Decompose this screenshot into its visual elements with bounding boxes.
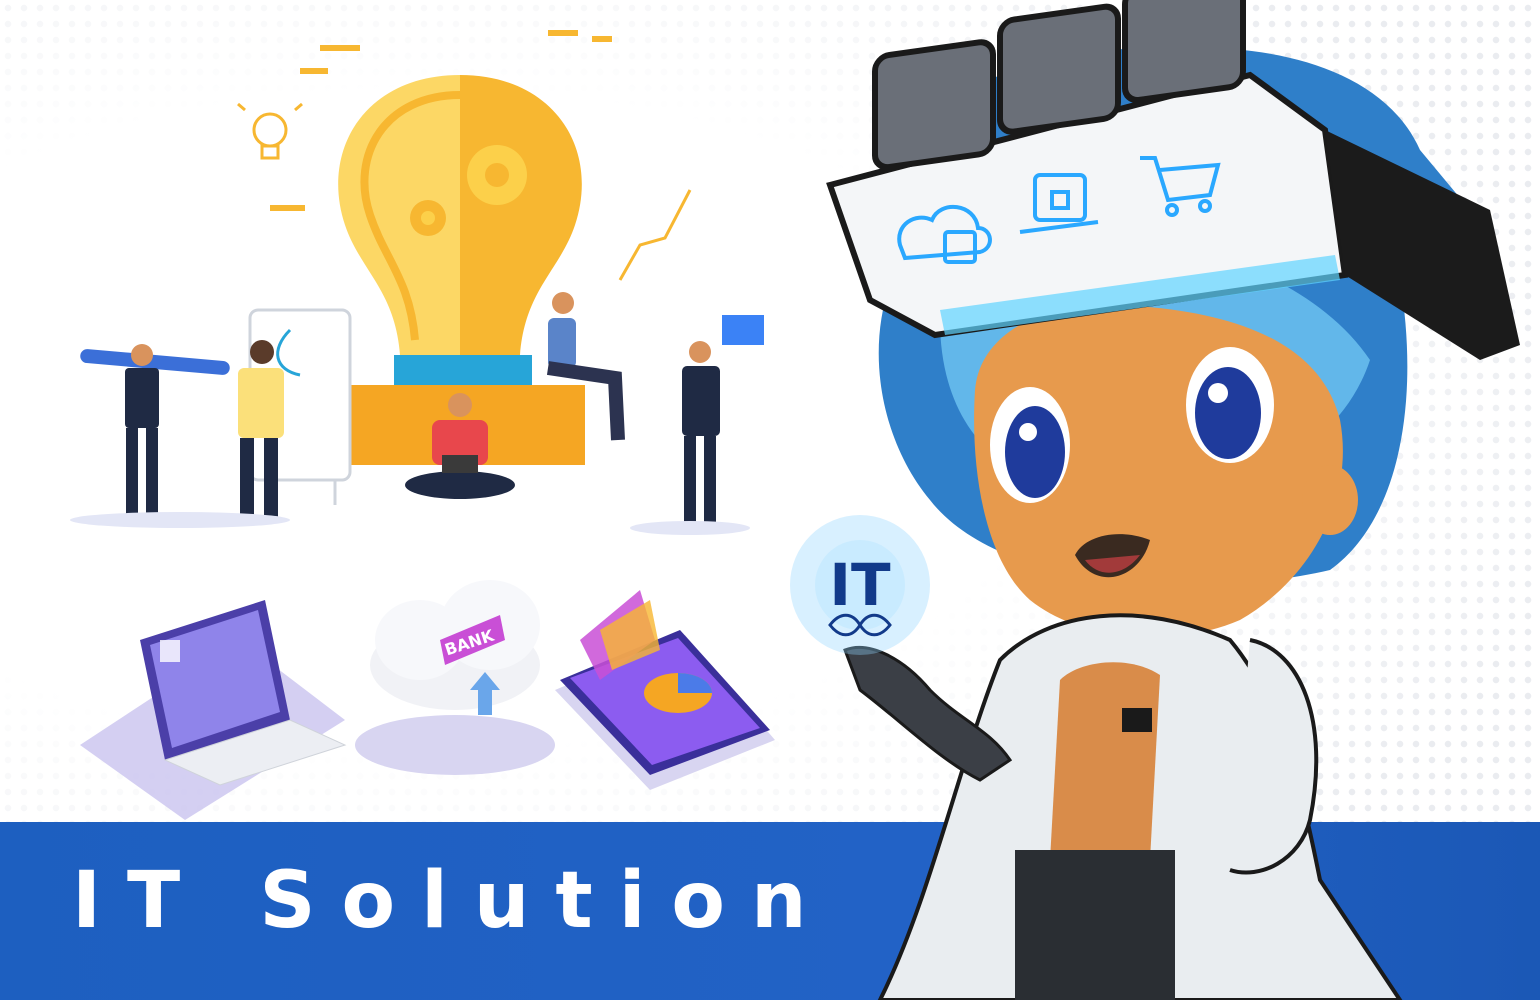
banner-title: IT Solution: [72, 856, 833, 946]
character-hand: [843, 645, 1013, 782]
person-with-laptop: [405, 393, 515, 499]
person-drawing: [238, 340, 284, 518]
decorative-dashes: [270, 30, 612, 211]
character-face: [974, 304, 1358, 638]
secure-laptop-icon: [80, 600, 347, 820]
hand-glow-label: IT: [829, 551, 891, 619]
speech-bubble-icon: [722, 315, 764, 345]
cloud-server-icon: [897, 204, 992, 264]
analytics-phone-icon: [555, 590, 775, 790]
small-bulb-icon: [237, 102, 303, 160]
growth-line-icon: [618, 189, 692, 281]
person-presenting: [682, 341, 720, 524]
laptop-lock-icon: [1019, 173, 1099, 234]
vr-visor: [826, 0, 1520, 360]
shopping-cart-icon: [1140, 156, 1221, 217]
chest-badge-icon: [1122, 708, 1152, 732]
lightbulb-icon: [338, 75, 585, 465]
character-body: [877, 613, 1403, 1000]
glowing-it-logo-icon: IT: [790, 515, 930, 655]
cloud-bank-icon: BANK: [355, 580, 555, 775]
person-sitting: [546, 292, 625, 441]
person-with-pencil: [80, 344, 230, 516]
